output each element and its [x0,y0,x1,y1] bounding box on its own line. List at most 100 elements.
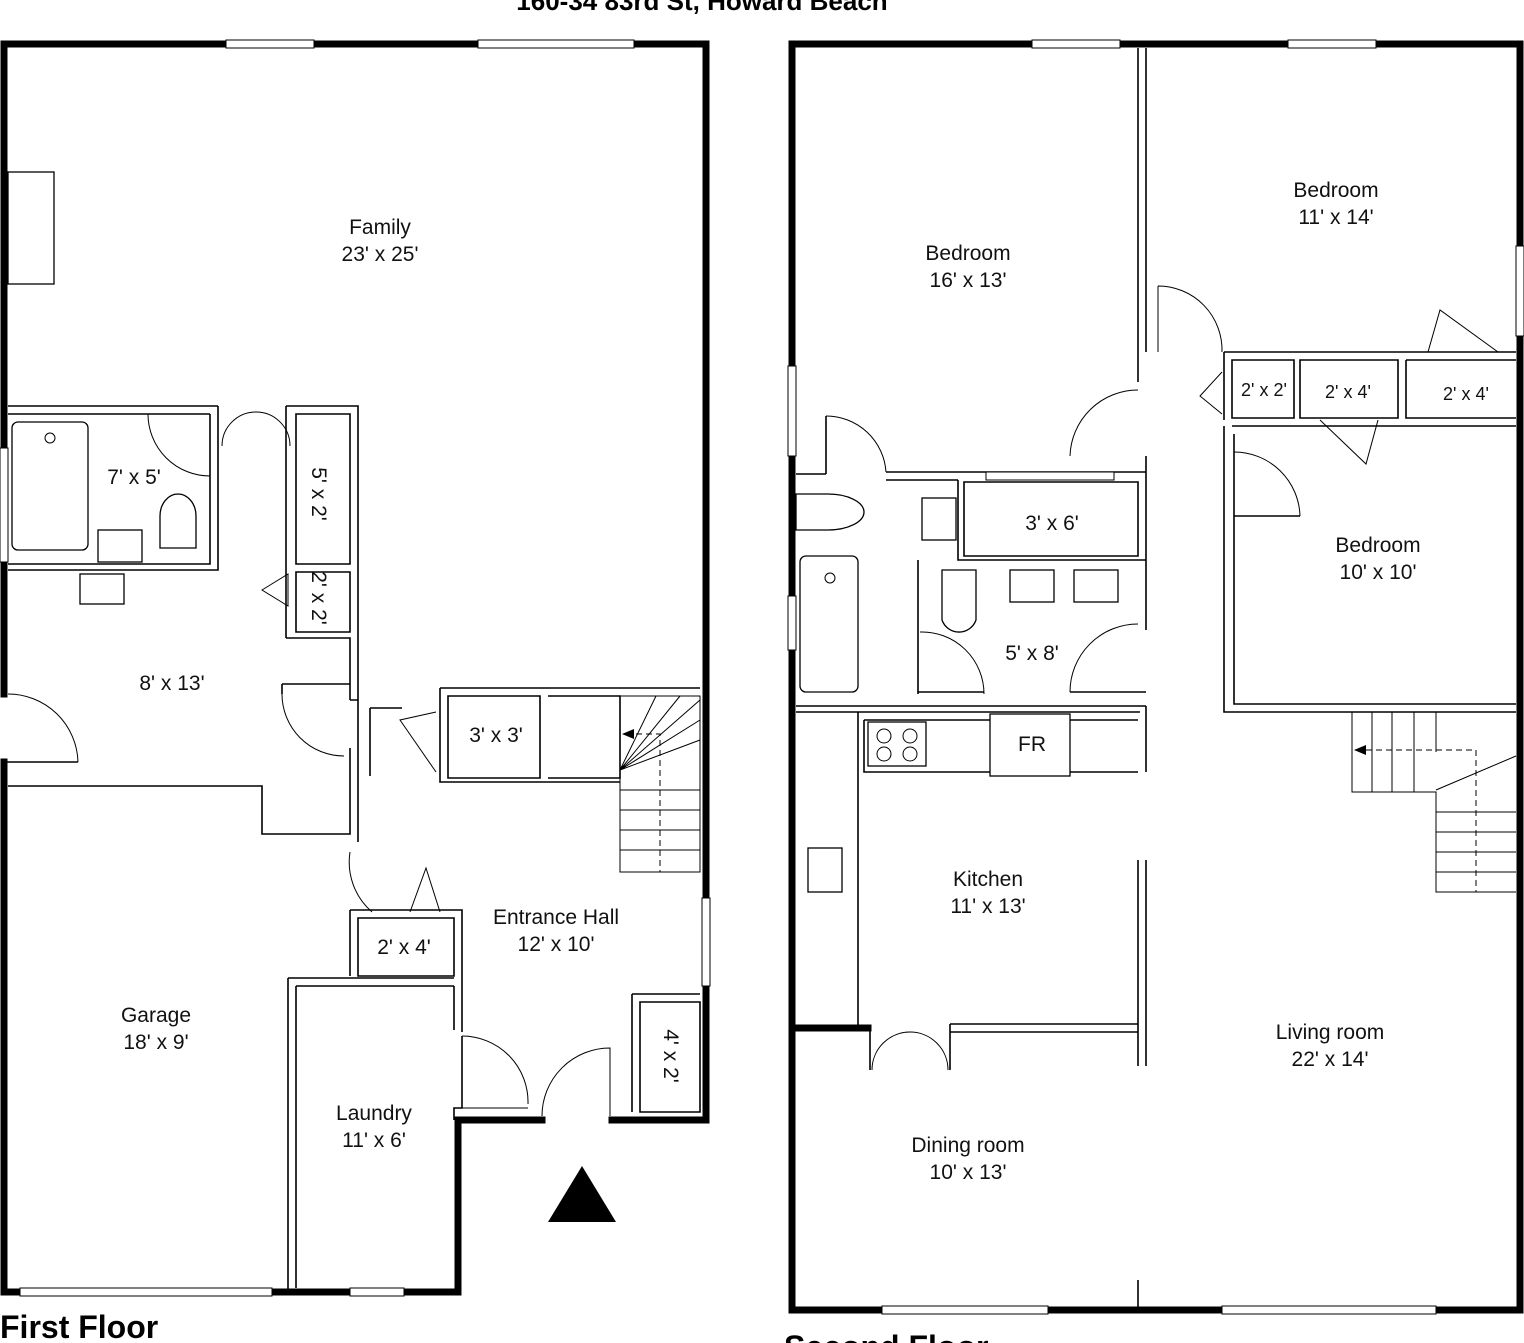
room-name: Family [349,216,411,239]
room-name: Bedroom [925,242,1010,265]
room-size: 10' x 13' [930,1161,1007,1184]
sink [807,847,843,893]
room-name: Garage [121,1004,191,1027]
room-size: 2' x 4' [1443,384,1489,404]
door-swing [1319,419,1379,465]
window [787,365,797,457]
laundry-wall [287,909,463,1292]
kitchen-wall [796,705,1147,1028]
fridge-label: FR [1018,733,1046,756]
door-swing [1199,371,1223,415]
hall-wall [369,707,402,776]
room-size: 3' x 6' [1025,512,1079,535]
door-swing [221,411,291,447]
sink [1073,569,1119,603]
door-swing [1069,389,1139,457]
room-size: 2' x 2' [307,571,330,625]
first-floor-plan [0,39,711,1297]
window [0,447,9,563]
door-swing [399,711,437,773]
door-swing [261,573,289,607]
room-size: 16' x 13' [930,269,1007,292]
room-name: Bedroom [1335,534,1420,557]
window [349,1287,405,1297]
room-name: Bedroom [1293,179,1378,202]
door-swing [147,413,211,477]
window [19,1287,273,1297]
stove [867,721,927,767]
door-swing [1157,285,1223,353]
sink [97,529,143,563]
entrance-marker-icon [548,1166,616,1222]
bathtub [799,555,859,693]
room-size: 18' x 9' [123,1031,188,1054]
closet-wall [1223,351,1516,427]
window [787,595,797,651]
room-name: Dining room [911,1134,1024,1157]
window [985,471,1115,481]
door-swing [919,631,985,695]
room-name: Entrance Hall [493,906,619,929]
closet-wall [285,405,359,708]
second-floor-exterior-wall [788,40,1524,1314]
burner [876,746,892,762]
fridge [989,713,1071,777]
door-swing [1069,623,1139,693]
door-swing [461,1035,529,1109]
toilet [159,493,197,549]
room-size: 2' x 4' [377,936,431,959]
sink [1009,569,1055,603]
fireplace [7,171,55,285]
door-swing [348,851,441,913]
room-size: 5' x 8' [1005,642,1059,665]
window [1031,39,1121,49]
address-title: 160-34 83rd St, Howard Beach [516,0,887,16]
window [1287,39,1377,49]
door-swing [1233,451,1301,517]
room-size: 8' x 13' [139,672,204,695]
tub-drain [44,432,56,444]
room-name: Kitchen [953,868,1023,891]
first-floor-exterior-wall [0,40,710,1296]
window [225,39,315,49]
room-size: 3' x 3' [469,724,523,747]
room-size: 11' x 14' [1298,206,1373,229]
window [1221,1305,1437,1315]
sink [79,573,125,605]
toilet [795,493,865,531]
window [881,1305,1049,1315]
room-size: 2' x 2' [1241,380,1287,400]
hall-wall [4,683,359,842]
burner [902,746,918,762]
toilet [941,569,977,633]
floor-title: Second Floor [784,1329,988,1343]
closet-wall [631,993,701,1113]
room-size: 10' x 10' [1340,561,1417,584]
door-swing [7,693,79,763]
bedroom-wall [1137,48,1147,382]
window [477,39,635,49]
room-size: 5' x 2' [307,467,330,521]
room-size: 7' x 5' [107,466,161,489]
window [701,897,711,987]
tub-drain [824,572,836,584]
room-size: 12' x 10' [518,933,595,956]
room-size: 23' x 25' [342,243,419,266]
second-floor-plan [787,39,1524,1315]
door-swing [281,693,345,757]
room-name: Laundry [336,1102,412,1125]
door-swing [1427,309,1499,353]
bath-wall [8,405,219,571]
door-swing [871,1031,949,1071]
door-swing [825,415,887,473]
room-size: 2' x 4' [1325,382,1371,402]
door-swing [541,1047,611,1117]
burner [902,728,918,744]
window [1515,245,1524,337]
room-size: 11' x 6' [342,1129,406,1152]
sink [921,497,957,541]
staircase [1351,711,1517,893]
room-size: 22' x 14' [1292,1048,1369,1071]
staircase [619,695,701,873]
